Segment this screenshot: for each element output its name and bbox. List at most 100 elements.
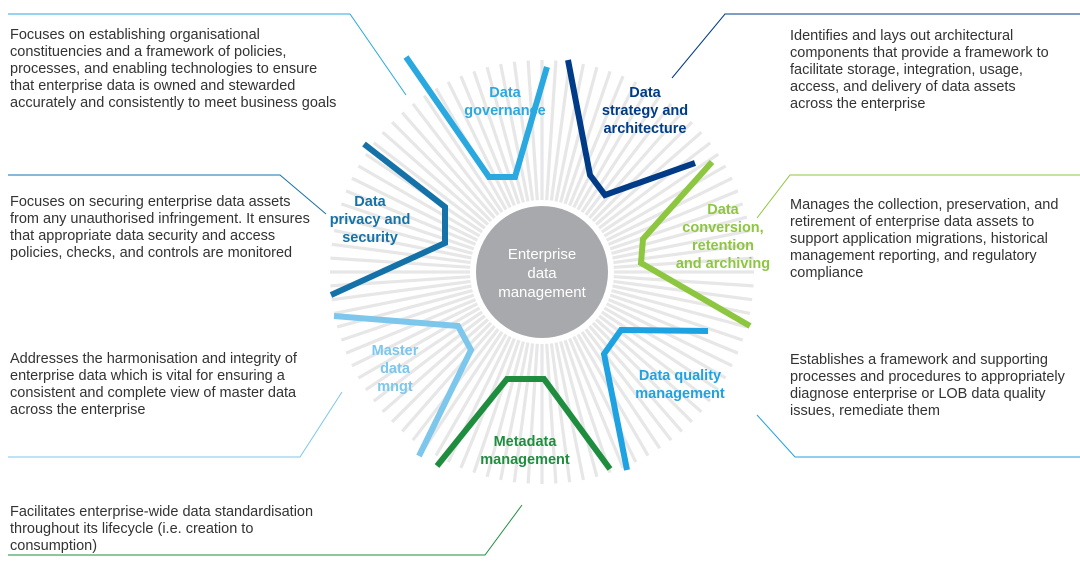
ray-line [591,321,694,424]
ray-line [345,189,477,246]
ray-line [422,331,504,450]
description-privacy: Focuses on securing enterprise data asse… [10,194,310,261]
ray-line [411,102,500,216]
ray-line [601,310,720,392]
segment-bands [329,55,752,471]
ray-line [364,310,483,392]
leader-conversion [756,174,1080,219]
label-strategy-line-3: architecture [603,121,687,137]
ray-line [611,289,748,329]
ray-line [499,63,530,202]
band-master [333,313,475,458]
ray-line [603,306,727,380]
ray-line [580,94,662,213]
label-strategy-line-2: strategy and [601,103,689,119]
label-conversion: Data conversion, retention and archiving [665,201,781,273]
band-quality [600,326,709,471]
label-metadata-line-1: Metadata [493,434,557,450]
ray-line [588,111,684,219]
ray-line [345,298,477,355]
ray-line [340,293,475,342]
label-privacy-line-1: Data [354,194,386,210]
ray-line [613,242,753,265]
ray-line [568,337,625,469]
ray-line [390,120,493,223]
label-strategy-line-1: Data [629,85,661,101]
ray-line [422,94,504,213]
ray-line [576,87,650,211]
label-quality: Data quality management [615,367,745,403]
ray-line [603,164,727,238]
center-circle [476,206,608,338]
leader-metadata [8,504,523,556]
label-conversion-line-1: Data [707,202,739,218]
label-conversion-line-4: and archiving [675,256,771,272]
ray-line [545,343,558,484]
ray-line [580,331,662,450]
label-master: Master data mngt [345,342,445,396]
center-label-line-1: Enterprise [507,246,577,263]
label-metadata: Metadata management [460,433,590,469]
ray-line [381,130,489,226]
ray-line [485,341,525,478]
ray-line [609,202,744,251]
ray-line [549,61,572,201]
ray-line [601,152,720,234]
ray-line [331,279,471,302]
ray-line [572,335,638,463]
label-master-line-2: data [380,361,410,377]
ray-line [613,275,754,288]
label-governance: Data governance [440,84,570,120]
ray-line [351,176,479,242]
ray-line [400,325,496,433]
leader-governance [8,13,407,96]
description-master: Addresses the harmonisation and integrit… [10,351,297,418]
ray-line [472,339,521,474]
ray-line [549,343,572,483]
label-privacy: Data privacy and security [310,193,430,247]
ray-line [559,66,599,203]
description-quality: Establishes a framework and supporting p… [790,352,1065,419]
ray-line [526,343,539,484]
ray-line [400,111,496,219]
label-metadata-line-2: management [480,452,570,468]
ray-line [545,60,558,201]
ray-line [611,215,748,255]
label-conversion-line-3: retention [691,238,755,254]
leader-lines [8,13,1080,556]
ray-line [554,63,585,202]
ray-line [459,75,516,207]
band-metadata [434,376,613,471]
ray-line [357,164,481,238]
band-conversion [637,159,752,329]
ray-line [333,229,472,260]
ray-line [390,321,493,424]
ray-line [563,339,612,474]
label-governance-line-1: Data [489,85,521,101]
ray-line [605,302,733,368]
ray-line [584,328,673,442]
ray-line [372,314,486,403]
center-label: Enterprise data management [477,245,607,302]
label-strategy: Data strategy and architecture [580,84,710,138]
ray-line [526,60,539,201]
ray-line [485,66,525,203]
ray-line [381,318,489,414]
ray-line [612,284,751,315]
ray-line [333,284,472,315]
band-strategy [565,59,697,199]
ray-line [340,202,475,251]
ray-line [372,141,486,230]
ray-line [472,70,521,205]
leader-strategy [671,13,1080,79]
ray-line [613,256,754,269]
ray-line [595,318,703,414]
ray-line [612,229,751,260]
radial-rays [330,60,754,484]
ray-line [559,341,599,478]
ray-line [591,120,694,223]
description-strategy: Identifies and lays out architectural co… [790,28,1049,112]
ray-line [336,215,473,255]
band-governance [403,55,550,180]
